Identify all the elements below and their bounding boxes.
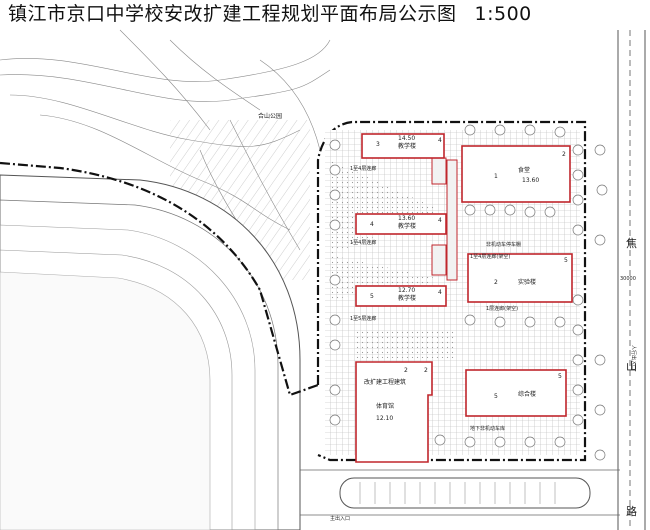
road-char-1: 焦 [626, 237, 637, 250]
elev-1: 14.50 [398, 135, 415, 142]
bldg-6-number: 5 [494, 393, 498, 400]
entrance-right: 人行出入口 [630, 345, 637, 370]
bldg-7-floors: 2 [424, 367, 428, 374]
bldg-2-number: 4 [370, 221, 374, 228]
elev-5: 12.10 [376, 415, 393, 422]
bldg-1-number: 3 [376, 141, 380, 148]
building-lab [467, 253, 573, 303]
bldg-4-floors: 2 [562, 151, 566, 158]
building-teaching-a [361, 133, 445, 159]
buildings [355, 133, 573, 463]
elev-3: 12.70 [398, 287, 415, 294]
corridor-5: 1层连廊(架空) [486, 305, 518, 312]
road-char-3: 路 [626, 505, 637, 518]
bldg-4-number: 1 [494, 173, 498, 180]
bldg-3-number: 5 [370, 293, 374, 300]
bldg-3-name: 教学楼 [398, 294, 416, 302]
building-labels: 3 教学楼 4 14.50 4 教学楼 4 13.60 5 教学楼 4 12.7… [364, 135, 568, 422]
bldg-7-name: 体育馆 [376, 402, 394, 410]
bldg-5-name: 实验楼 [518, 278, 536, 286]
garden-area-3 [355, 330, 455, 358]
trees [329, 124, 608, 461]
building-teaching-c [355, 285, 447, 307]
bldg-2-name: 教学楼 [398, 222, 416, 230]
bldg-6-name: 综合楼 [518, 390, 536, 398]
bldg-2-floors: 4 [438, 217, 442, 224]
bike-shed: 非机动车停车棚 [486, 241, 521, 248]
bldg-3-floors: 4 [438, 289, 442, 296]
bldg-4-name: 食堂 [518, 166, 530, 174]
elev-4: 13.60 [522, 177, 539, 184]
elev-2: 13.60 [398, 215, 415, 222]
corridors [431, 157, 458, 281]
corridor-4: 1至4层连廊(架空) [470, 253, 510, 260]
corridor-3: 1至5层连廊 [350, 315, 376, 322]
corridor-2: 1至4层连廊 [350, 239, 376, 246]
title-text: 镇江市京口中学校安改扩建工程规划平面布局公示图 [8, 3, 457, 25]
building-teaching-b [355, 213, 447, 235]
corridor-1: 1至4层连廊 [350, 165, 376, 172]
bldg-5-floors: 5 [564, 257, 568, 264]
bottom-road [300, 469, 620, 516]
building-complex [465, 369, 567, 417]
park-label: 合山公园 [258, 112, 282, 120]
gym-extra-label: 改扩建工程建筑 [364, 378, 406, 386]
bldg-1-floors: 4 [438, 137, 442, 144]
bldg-1-name: 教学楼 [398, 142, 416, 150]
road-char-2: 山 [626, 360, 637, 373]
jiaoshan-road [617, 30, 646, 530]
bldg-6-floors: 5 [558, 373, 562, 380]
page-title: 镇江市京口中学校安改扩建工程规划平面布局公示图 1:500 [8, 2, 532, 26]
underground-garage: 地下非机动车库 [470, 425, 505, 432]
road-width: 30000 [620, 276, 636, 282]
bldg-5-number: 2 [494, 279, 498, 286]
annotations: 1至4层连廊 1至4层连廊 1至5层连廊 1至4层连廊(架空) 1层连廊(架空)… [350, 165, 521, 432]
boundary-lines [0, 120, 587, 462]
sports-track [0, 174, 301, 530]
building-gym [355, 361, 433, 463]
title-scale: 1:500 [474, 3, 532, 25]
bldg-7-number: 2 [404, 367, 408, 374]
building-canteen [461, 145, 571, 203]
entrance-bottom: 主出入口 [330, 515, 350, 522]
